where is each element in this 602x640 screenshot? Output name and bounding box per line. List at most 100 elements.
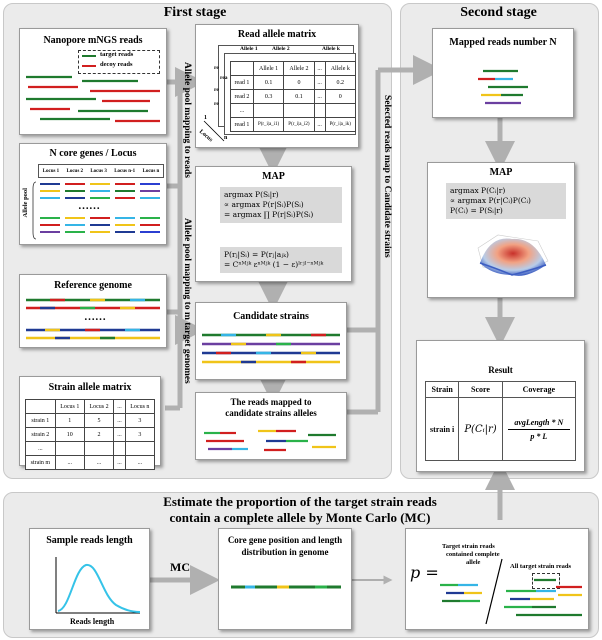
nanopore-reads-graphic [26,55,160,123]
strain-cell: strain m [25,455,56,470]
reads-length-label: Reads length [70,617,115,626]
nanopore-reads-box: Nanopore mNGS reads target reads decoy r… [19,28,167,135]
mapped-alleles-title-2: candidate strains alleles [225,408,317,418]
nanopore-reads-title: Nanopore mNGS reads [43,35,143,46]
strain-header-cell [25,399,56,414]
mc-title-line-1: Estimate the proportion of the target st… [163,494,437,509]
mc-title-line-2: contain a complete allele by Monte Carlo… [169,510,431,525]
read-cell: P(r_i|a_i2) [283,117,315,132]
locus-axis-graphic [203,120,225,142]
pool-to-genomes-label: Allele pool mapping to m target genomes [182,218,192,384]
strain-header-cell: ... [113,399,126,414]
read-cell: P(r_i|a_ik) [324,117,357,132]
mapped-reads-title: Mapped reads number N [449,37,557,48]
map-formula-line: P(rⱼ|Sᵢ) = P(rⱼ|aⱼₖ) [224,250,289,259]
strain-header-cell: Locus n [124,399,156,414]
locus-header-2: Locus 2 [66,168,84,174]
legend-decoy-label: decoy reads [100,61,133,68]
mapped-reads-box: Mapped reads number N [432,28,574,118]
first-stage-title: First stage [163,5,227,20]
reference-genome-dots: …… [84,311,106,323]
mapped-reads-graphic [478,69,528,105]
back-header-3: Allele k [322,46,340,52]
back-header-1: Allele 1 [240,46,258,52]
map-first-stage-box: MAP argmax P(Sᵢ|r) ∝ argmax P(r|Sᵢ)P(Sᵢ)… [195,166,352,282]
candidate-strains-box: Candidate strains [195,302,347,380]
map-formula-line: argmax P(Sᵢ|r) [224,190,279,199]
core-gene-title-1: Core gene position and length [227,535,343,545]
read-table-row: ... [230,103,357,118]
strain-cell [83,441,115,456]
strain-cell: strain 1 [25,413,56,428]
map-first-stage-title: MAP [262,171,285,182]
back-read-3: re [214,87,219,93]
strain-cell: ... [113,413,126,428]
mc-arrow-label: MC [170,560,190,574]
map-second-stage-box: MAP argmax P(Cᵢ|r) ∝ argmax P(r|Cᵢ)P(Cᵢ)… [427,162,575,298]
map2-formula-block: argmax P(Cᵢ|r) ∝ argmax P(r|Cᵢ)P(Cᵢ) P(C… [446,183,566,220]
strain-allele-matrix-title: Strain allele matrix [48,382,132,393]
core-gene-title-2: distribution in genome [241,547,329,557]
proportion-graphic [440,558,582,625]
strain-cell: strain 2 [25,427,56,442]
strain-cell: ... [124,455,156,470]
proportion-box: p = Target strain reads contained comple… [405,528,589,630]
sample-reads-title: Sample reads length [46,535,133,546]
result-score: P(Cᵢ|r) [458,397,503,461]
core-genes-box: N core genes / Locus Locus 1 Locus 2 Loc… [19,143,167,245]
result-header-row: Strain Score Coverage [424,381,577,398]
map-second-stage-title: MAP [489,167,513,178]
map2-formula-line: P(Cᵢ) = P(Sᵢ|r) [450,206,503,216]
posterior-surface-graphic [477,234,549,276]
strain-cell [113,441,126,456]
candidate-strains-graphic [202,333,340,364]
strain-cell [124,441,156,456]
legend-target-label: target reads [100,51,134,58]
map-formula-block-1: argmax P(Sᵢ|r) ∝ argmax P(r|Sᵢ)P(Sᵢ) = a… [220,187,342,224]
read-table-header: Allele 1 Allele 2 ... Allele k [230,61,357,76]
loci-header: Locus 1 Locus 2 Locus 3 Locus n-1 Locus … [38,164,164,178]
map-formula-block-2: P(rⱼ|Sᵢ) = P(rⱼ|aⱼₖ) = Cⁿᴹʲᵏ εⁿᴹʲᵏ (1 − … [220,247,342,274]
result-table: Strain Score Coverage strain i P(Cᵢ|r) a… [424,381,577,461]
locus-header-n: Locus n [142,168,160,174]
map-formula-line: = Cⁿᴹʲᵏ εⁿᴹʲᵏ (1 − ε)ˡʳʲˡ⁻ⁿᴹʲᵏ [224,260,324,270]
candidate-strains-title: Candidate strains [233,311,309,322]
result-strain: strain i [424,397,460,461]
numerator-line-1: Target strain reads [442,543,495,550]
strain-allele-matrix-box: Strain allele matrix Locus 1 Locus 2 ...… [19,376,161,470]
strain-table-row: strain 2 10 2 ... 3 [25,427,156,442]
strain-table-row: strain m ... ... ... ... [25,455,156,470]
denominator-label: All target strain reads [510,563,572,570]
strain-cell: ... [113,455,126,470]
locus-header-3: Locus 3 [90,168,107,174]
coverage-denominator: p * L [530,431,548,441]
locus-header-1: Locus 1 [42,168,60,174]
pool-to-reads-label: Allele pool mapping to reads [182,62,192,178]
core-gene-distribution-box: Core gene position and length distributi… [218,528,352,630]
read-allele-table: Allele 1 Allele 2 ... Allele k read 1 0.… [230,61,357,132]
allele-pool-graphic [32,181,160,240]
strain-cell: 5 [83,413,115,428]
dashed-highlight-box [532,573,560,589]
reference-genome-title: Reference genome [54,280,132,291]
reference-genome-box: Reference genome …… [19,274,167,348]
result-header-score: Score [458,381,503,398]
read-table-row: read 1 P(r_i|a_i1) P(r_i|a_i2) ... P(r_i… [230,117,357,132]
core-genes-title: N core genes / Locus [49,148,137,159]
coverage-numerator: avgLength * N [507,418,570,430]
back-header-2: Allele 2 [272,46,290,52]
result-header-coverage: Coverage [501,381,577,398]
mapped-alleles-box: The reads mapped to candidate strains al… [195,392,347,460]
allele-pool-dots: …… [78,200,100,212]
strain-cell [54,441,85,456]
back-read-1: re [214,65,219,71]
numerator-line-3: allele [466,559,481,566]
back-read-4: re [214,101,219,107]
strain-header-cell: Locus 1 [54,399,85,414]
reference-genome-graphic [26,298,160,340]
map2-formula-line: argmax P(Cᵢ|r) [450,186,506,195]
locus-header-n-1: Locus n-1 [114,168,136,174]
reads-length-curve [55,557,141,614]
strain-cell: 10 [54,427,85,442]
